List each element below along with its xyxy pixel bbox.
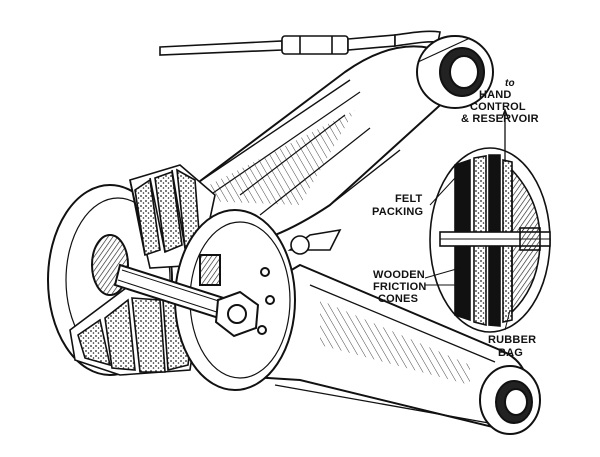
- callout-hand-control: to HAND CONTROL & RESERVOIR: [461, 78, 539, 125]
- label-cones: CONES: [378, 293, 418, 305]
- upper-bush: [416, 35, 494, 109]
- link-rod: [287, 228, 342, 255]
- leader-lines: [424, 177, 511, 331]
- control-rod: [159, 30, 441, 56]
- label-hand: HAND: [479, 89, 512, 101]
- inset-section: [429, 108, 551, 333]
- label-packing: PACKING: [372, 206, 423, 218]
- callout-wooden-cones: WOODEN FRICTION CONES: [373, 269, 427, 305]
- label-bag: BAG: [498, 347, 523, 359]
- label-friction: FRICTION: [373, 281, 427, 293]
- central-spindle: [113, 254, 260, 338]
- label-felt: FELT: [395, 193, 423, 205]
- callout-felt-packing: FELT PACKING: [372, 193, 423, 218]
- label-to: to: [505, 78, 515, 89]
- label-control: CONTROL: [470, 101, 526, 113]
- label-wooden: WOODEN: [373, 269, 425, 281]
- lower-bush: [479, 365, 541, 435]
- callout-rubber-bag: RUBBER BAG: [488, 334, 536, 359]
- label-reservoir: & RESERVOIR: [461, 113, 539, 125]
- upper-cone-stack: [129, 164, 216, 269]
- label-rubber: RUBBER: [488, 334, 536, 346]
